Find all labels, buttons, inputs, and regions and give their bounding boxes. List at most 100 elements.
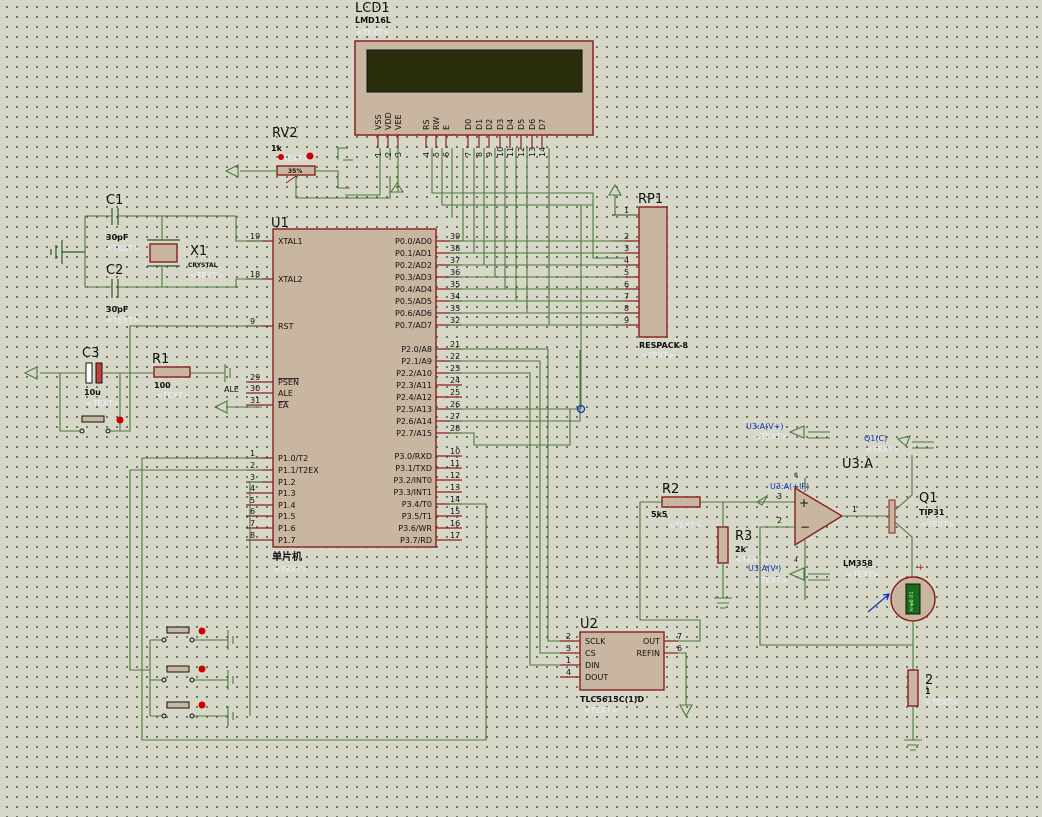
u1-pin-name: P2.0/A8: [401, 345, 432, 354]
lcd-pin-number: 14: [538, 147, 547, 157]
r3-value: 2k: [735, 545, 747, 554]
r2-resistor[interactable]: R2 5k5 <TEXT>: [651, 482, 702, 530]
u2-pin-name: DOUT: [585, 673, 608, 682]
lcd-pin-number: 7: [464, 152, 473, 157]
u1-pin-number: 14: [450, 495, 460, 504]
c2-text-tag: <TEXT>: [106, 316, 140, 325]
ammeter-plus-icon: +: [917, 563, 925, 573]
u1-pin-number: 17: [450, 531, 460, 540]
lcd-pin-label: D3: [496, 119, 505, 130]
r3-resistor[interactable]: R3 2k <TEXT>: [717, 526, 769, 564]
rv2-dot-left-icon: [278, 154, 284, 160]
u3-plus-icon: +: [799, 496, 809, 510]
u1-pin-name: RST: [278, 322, 294, 331]
button-3[interactable]: [150, 701, 234, 727]
u1-pin-number: 27: [450, 412, 460, 421]
rv2-ground-arrow-icon: [224, 164, 239, 178]
u1-pin-number: 15: [450, 507, 460, 516]
u1-pin-number: 7: [250, 519, 255, 528]
r3-body: [717, 526, 729, 564]
lcd-pin-label: D0: [464, 119, 473, 130]
rp1-ref: RP1: [638, 192, 663, 207]
u1-pin-number: 18: [250, 270, 260, 279]
ammeter-unit: Amps: [909, 600, 914, 611]
u2-pin-number: 7: [677, 632, 682, 641]
u1-pin-name: PSEN: [278, 378, 299, 387]
rv2-pct: 35%: [288, 168, 302, 175]
q1-transistor[interactable]: Q1 TIP31 <TEXT> Q1(C) <TEXT>: [864, 434, 955, 570]
reset-button[interactable]: [79, 415, 124, 434]
u2-dac[interactable]: U2 TLC5615C(1)D <TEXT> 2SCLK3CS1DIN4DOUT…: [560, 617, 682, 715]
rv2-dot-right-icon: [306, 152, 314, 160]
lcd-pin-number: 12: [517, 147, 526, 157]
u1-pin-number: 13: [450, 483, 460, 492]
load-resistor[interactable]: 2 1 <TEXT>: [907, 669, 959, 707]
load-resistor-body: [907, 669, 919, 707]
u1-pin-number: 4: [250, 484, 255, 493]
lcd-component[interactable]: LCD1 LMD16L <TEXT> VSS1VDD2VEE3RS4RW5E6D…: [354, 1, 594, 157]
lcd-pin-label: VSS: [374, 114, 383, 130]
u1-body: [272, 228, 437, 548]
lcd-pin-label: D1: [475, 119, 484, 130]
q1-base-bar: [888, 499, 896, 534]
lcd-pin-number: 1: [374, 152, 383, 157]
u2-pin-number: 4: [566, 668, 571, 677]
button-1[interactable]: [150, 626, 234, 650]
r1-resistor[interactable]: R1 100 <TEXT>: [152, 352, 191, 400]
reset-ground-arrow-icon: [23, 366, 38, 380]
rp1-pin-number: 3: [624, 244, 629, 253]
u1-pin-name: P0.4/AD4: [395, 285, 432, 294]
u1-pin-number: 3: [250, 473, 255, 482]
c3-capacitor[interactable]: C3 10u <TEXT>: [82, 346, 120, 408]
u2-pin-number: 2: [566, 632, 571, 641]
lcd-pin-label: D5: [517, 119, 526, 130]
c3-text-tag: <TEXT>: [86, 399, 120, 408]
rv2-potentiometer[interactable]: RV2 1k <TEXT> 35%: [224, 126, 391, 199]
rp1-pin-number: 2: [624, 232, 629, 241]
c1-value: 30pF: [106, 233, 128, 242]
lcd-ref: LCD1: [355, 1, 390, 16]
u3-probe-vminus: U3:A(V-): [748, 564, 781, 573]
u3-name: LM358: [843, 559, 873, 568]
u3-pin-2: 2: [777, 516, 782, 525]
rp1-pin-number: 7: [624, 292, 629, 301]
lcd-pin-number: 9: [485, 152, 494, 157]
x1-crystal[interactable]: X1 CRYSTAL <TEXT>: [147, 239, 224, 280]
u1-pin-number: 10: [450, 447, 460, 456]
r2-body: [661, 496, 701, 508]
u1-pin-name: P0.1/AD1: [395, 249, 432, 258]
x1-body: [149, 243, 178, 263]
lcd-pin-number: 8: [475, 152, 484, 157]
u1-pin-name: P0.2/AD2: [395, 261, 432, 270]
u1-pin-number: 21: [450, 340, 460, 349]
u1-pin-name: XTAL2: [278, 275, 303, 284]
u1-microcontroller[interactable]: U1 单片机 <TEXT> 19XTAL118XTAL29RST29PSEN30…: [246, 216, 462, 574]
u3-opamp[interactable]: U3:A + − 3 2 1 8 4 LM358 <TEXT> U3:A(V+)…: [746, 422, 880, 585]
u1-pin-number: 25: [450, 388, 460, 397]
u1-pin-number: 1: [250, 449, 255, 458]
u2-pin-name: OUT: [643, 637, 660, 646]
u3-minus-icon: −: [800, 520, 810, 534]
u1-pin-number: 12: [450, 471, 460, 480]
q1-probe-tag: <TEXT>: [866, 445, 900, 454]
u1-name: 单片机: [272, 550, 302, 563]
c2-capacitor[interactable]: C2 30pF <TEXT>: [106, 263, 140, 325]
q1-probe: Q1(C): [864, 434, 887, 443]
lcd-pin-number: 11: [506, 147, 515, 157]
junction-icon: [576, 404, 586, 414]
u1-pin-number: 34: [450, 292, 460, 301]
u1-pin-name: P3.7/RD: [400, 536, 432, 545]
r2-value: 5k5: [651, 510, 668, 519]
u1-pin-name: P3.0/RXD: [395, 452, 432, 461]
u1-pin-name: P3.1/TXD: [395, 464, 432, 473]
button-2[interactable]: [150, 665, 234, 691]
r1-text-tag: <TEXT>: [156, 391, 190, 400]
ammeter[interactable]: +0.01 Amps +: [867, 563, 936, 622]
rv2-value: 1k: [271, 144, 283, 153]
c1-capacitor[interactable]: C1 30pF <TEXT>: [106, 193, 140, 253]
u1-pin-name: P0.3/AD3: [395, 273, 432, 282]
u1-pin-name: P1.1/T2EX: [278, 466, 319, 475]
r3-ref: R3: [735, 529, 752, 544]
